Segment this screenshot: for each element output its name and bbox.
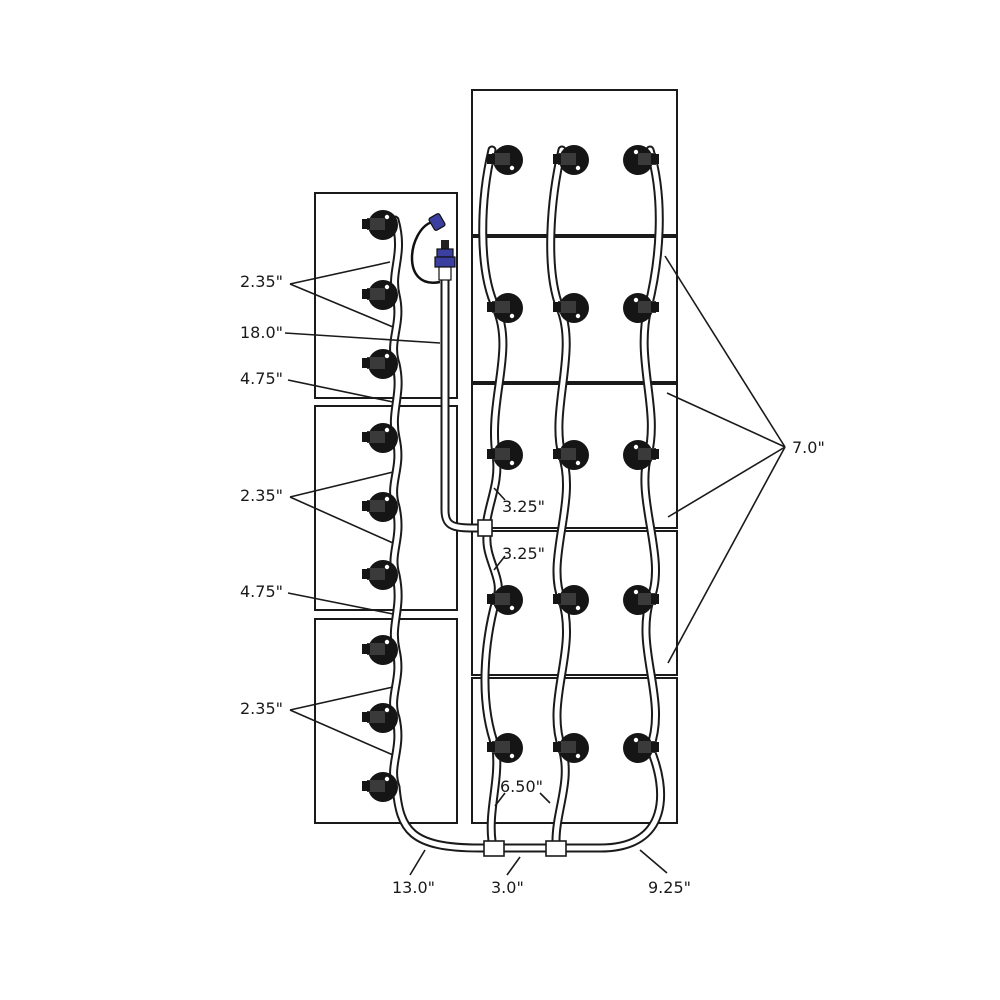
leader-650-2: [539, 792, 551, 804]
label-235-a: 2.35": [240, 272, 283, 291]
hose-right-1-upper: [480, 147, 506, 523]
leader-325-b: [493, 555, 506, 571]
watering-cap-icon: [362, 349, 398, 379]
tee-fittings: [477, 519, 567, 857]
label-30: 3.0": [491, 878, 524, 897]
watering-cap-icon: [487, 585, 523, 615]
leader-475-a: [287, 379, 394, 403]
leader-70-1: [664, 255, 786, 448]
watering-cap-icon: [553, 440, 589, 470]
leader-30: [506, 856, 521, 876]
hose-left-chain: [391, 217, 497, 851]
leader-235-b-1: [289, 471, 394, 498]
label-235-c: 2.35": [240, 699, 283, 718]
leader-475-b: [287, 592, 394, 615]
watering-cap-icon: [362, 703, 398, 733]
watering-cap-icon: [553, 145, 589, 175]
watering-caps: [362, 145, 659, 802]
watering-cap-icon: [362, 560, 398, 590]
leader-70-4: [667, 446, 786, 664]
coupler-nozzle: [441, 240, 449, 250]
tee-fitting-mid: [477, 519, 493, 537]
watering-cap-icon: [623, 145, 659, 175]
watering-cap-icon: [623, 440, 659, 470]
coupler-loop-cord: [410, 220, 441, 284]
watering-cap-icon: [623, 733, 659, 763]
watering-cap-icon: [623, 293, 659, 323]
leader-235-b-2: [289, 496, 394, 544]
label-325-b: 3.25": [502, 544, 545, 563]
leader-235-a-1: [289, 261, 391, 285]
leader-235-c-2: [289, 709, 394, 756]
leader-180: [284, 332, 441, 344]
hose-right-1-lower: [482, 533, 501, 844]
dimension-leaders: [284, 255, 786, 876]
leader-650-1: [494, 792, 506, 807]
watering-cap-icon: [362, 635, 398, 665]
leader-70-2: [666, 392, 786, 448]
watering-cap-icon: [362, 772, 398, 802]
tee-fitting-bottom-left: [483, 840, 505, 857]
label-925: 9.25": [648, 878, 691, 897]
fill-coupler: [410, 213, 456, 284]
watering-cap-icon: [487, 440, 523, 470]
watering-cap-icon: [487, 145, 523, 175]
dimension-labels: 2.35" 18.0" 4.75" 2.35" 4.75" 2.35" 3.25…: [240, 272, 825, 897]
leader-130: [409, 849, 426, 876]
tee-fitting-bottom-right: [545, 840, 567, 857]
coupler-dust-cap-icon: [428, 213, 446, 231]
watering-cap-icon: [362, 423, 398, 453]
leader-925: [639, 849, 668, 874]
leader-235-c-1: [289, 686, 394, 711]
label-130: 13.0": [392, 878, 435, 897]
leader-70-3: [667, 446, 786, 518]
watering-cap-icon: [362, 492, 398, 522]
coupler-collar-lower: [434, 256, 456, 268]
coupler-barb: [438, 266, 452, 281]
label-180: 18.0": [240, 323, 283, 342]
label-325-a: 3.25": [502, 497, 545, 516]
label-650: 6.50": [500, 777, 543, 796]
label-475-a: 4.75": [240, 369, 283, 388]
hose-network: [389, 145, 666, 853]
leader-235-a-2: [289, 283, 394, 328]
leader-325-a: [493, 487, 506, 501]
watering-cap-icon: [553, 585, 589, 615]
watering-cap-icon: [553, 293, 589, 323]
watering-cap-icon: [553, 733, 589, 763]
watering-cap-icon: [487, 733, 523, 763]
hose-right-3: [563, 147, 664, 851]
watering-cap-icon: [487, 293, 523, 323]
coupler-collar-upper: [436, 248, 454, 258]
hose-supply: [442, 277, 483, 531]
label-475-b: 4.75": [240, 582, 283, 601]
watering-cap-icon: [362, 210, 398, 240]
watering-cap-icon: [362, 280, 398, 310]
watering-cap-icon: [623, 585, 659, 615]
label-70: 7.0": [792, 438, 825, 457]
label-235-b: 2.35": [240, 486, 283, 505]
